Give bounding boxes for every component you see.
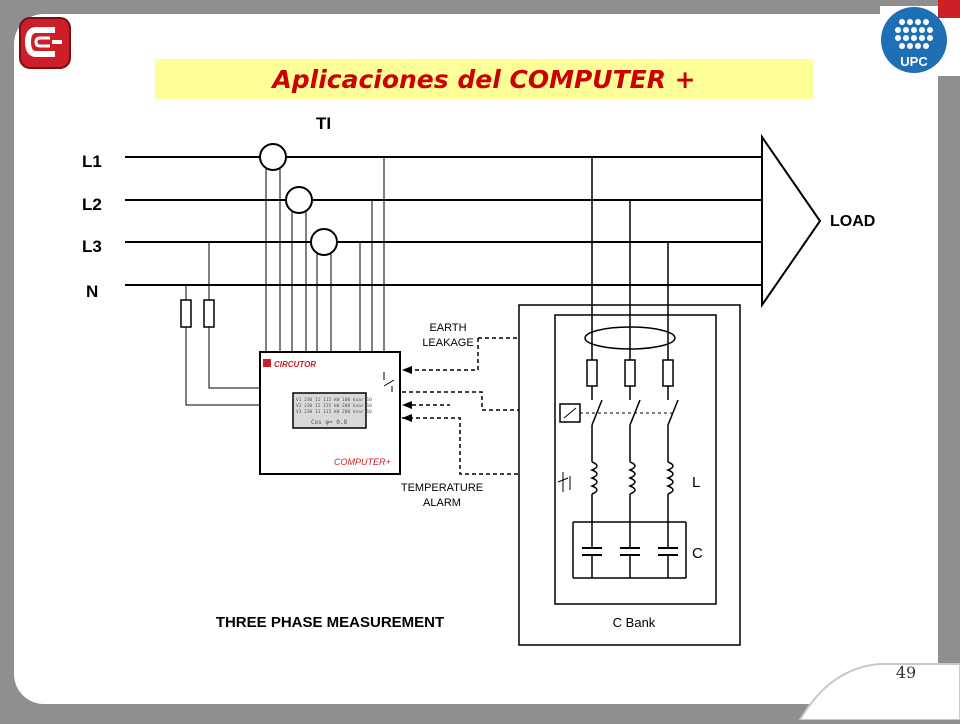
ct-l1 <box>259 143 287 171</box>
temperature-alarm-label-1: TEMPERATURE <box>401 482 483 494</box>
screen-line-2: V2 230 I2 115 kW 200 kvar 10 <box>296 403 372 409</box>
wiring-diagram <box>125 133 822 646</box>
fuse-1 <box>180 299 192 328</box>
title-bar: Aplicaciones del COMPUTER + <box>155 59 813 99</box>
measurement-caption: THREE PHASE MEASUREMENT <box>216 614 444 631</box>
temperature-alarm-label-2: ALARM <box>423 497 461 509</box>
c-bank-label: C Bank <box>613 615 656 630</box>
device-screen <box>292 392 367 429</box>
ti-label: TI <box>316 114 331 133</box>
upc-logo-text: UPC <box>900 54 928 69</box>
line-label-l2: L2 <box>82 195 102 214</box>
load-arrow <box>761 133 822 309</box>
fuse-2 <box>203 299 215 328</box>
line-label-n: N <box>86 282 98 301</box>
circutor-logo <box>19 17 71 69</box>
slide-card <box>14 14 938 704</box>
load-label: LOAD <box>830 213 875 230</box>
capacitor-label: C <box>692 545 703 562</box>
line-label-l3: L3 <box>82 237 102 256</box>
device-brand: CIRCUTOR <box>274 360 316 369</box>
corner-curve <box>798 663 960 721</box>
earth-leakage-label-2: LEAKAGE <box>422 337 473 349</box>
device-model: COMPUTER+ <box>334 457 391 467</box>
ct-l3 <box>310 228 338 256</box>
earth-leakage-label-1: EARTH <box>429 322 466 334</box>
screen-line-3: V3 230 I3 115 kW 200 kvar 10 <box>296 409 372 415</box>
page-number: 49 <box>896 663 916 682</box>
device-brand-icon <box>263 359 271 367</box>
upc-logo: UPC <box>880 0 960 76</box>
line-label-l1: L1 <box>82 152 102 171</box>
ct-l2 <box>285 186 313 214</box>
slide-title: Aplicaciones del COMPUTER + <box>272 64 696 94</box>
screen-cos: Cos φ= 0.8 <box>311 419 348 426</box>
inductor-label: L <box>692 474 700 491</box>
screen-line-1: V1 230 I1 115 kW 100 kvar 10 <box>296 397 372 403</box>
earth-leakage-toroid <box>584 326 676 350</box>
